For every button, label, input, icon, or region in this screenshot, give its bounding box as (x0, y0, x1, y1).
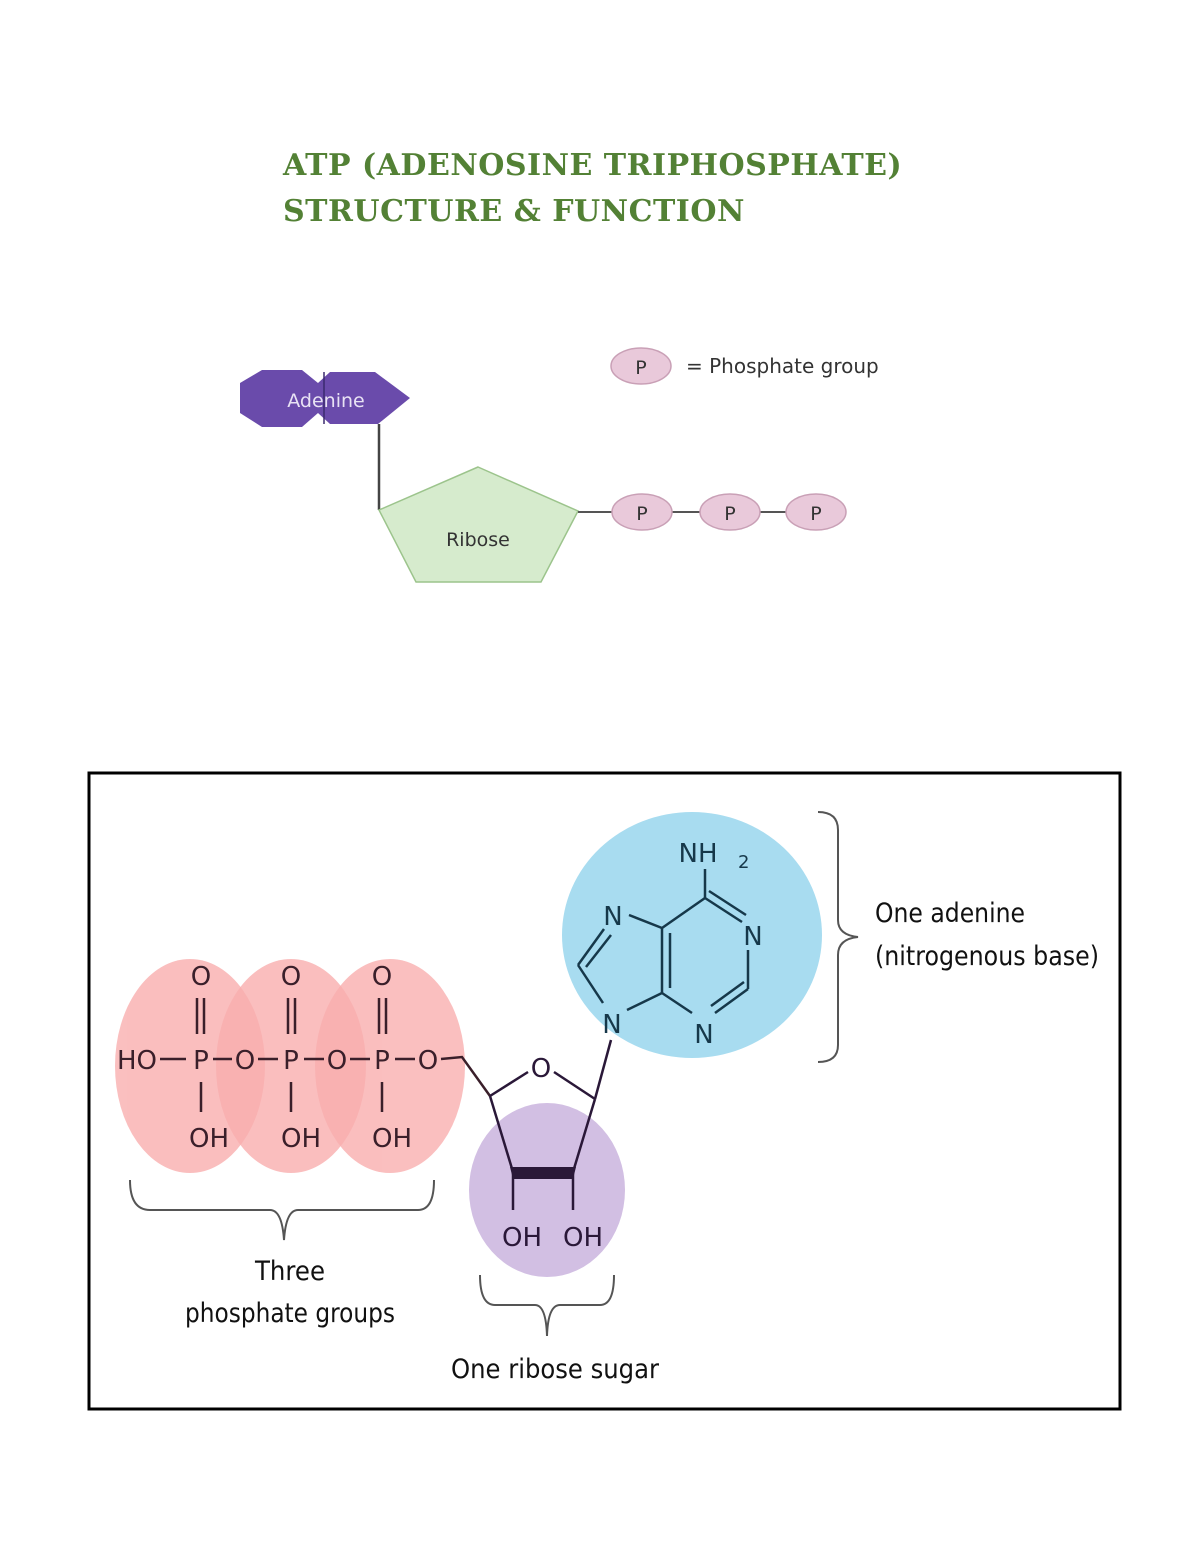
atom-nh2: NH (679, 839, 718, 869)
atom-o: O (281, 962, 301, 992)
ribose-label: Ribose (446, 529, 510, 551)
phosphate-brace (129, 1179, 435, 1241)
phosphate-circle-2 (216, 959, 366, 1173)
legend: P = Phosphate group (610, 347, 879, 385)
page-title: ATP (ADENOSINE TRIPHOSPHATE) STRUCTURE &… (283, 143, 902, 235)
label-three: Three (254, 1256, 325, 1287)
phosphate-label: P (810, 503, 821, 525)
phosphate-2: P (699, 493, 761, 531)
ribose-ring-oxygen: O (531, 1054, 551, 1084)
adenine-label: Adenine (287, 390, 364, 412)
phosphate-bonds (160, 998, 492, 1112)
atom-p: P (283, 1046, 299, 1076)
atom-nh2-subscript: 2 (738, 852, 749, 873)
label-ribose-sugar: One ribose sugar (451, 1354, 660, 1385)
title-line-1: ATP (ADENOSINE TRIPHOSPHATE) (283, 148, 903, 183)
phosphate-circle-3 (315, 959, 465, 1173)
atom-o-link: O (418, 1046, 438, 1076)
atom-o: O (191, 962, 211, 992)
label-one-adenine: One adenine (875, 898, 1025, 929)
label-phosphate-groups: phosphate groups (185, 1298, 395, 1329)
atom-oh: OH (281, 1124, 321, 1154)
ribose-oh: OH (563, 1223, 603, 1253)
legend-symbol-label: P (635, 357, 646, 379)
ribose-shape (377, 466, 580, 583)
phosphate-label: P (636, 503, 647, 525)
atom-n: N (603, 902, 622, 932)
ribose-oh: OH (502, 1223, 542, 1253)
atom-o-link: O (235, 1046, 255, 1076)
ribose-circle (469, 1103, 625, 1277)
atom-p: P (193, 1046, 209, 1076)
diagram-frame (87, 771, 1122, 1411)
phosphate-3: P (785, 493, 847, 531)
atom-p: P (374, 1046, 390, 1076)
title-line-2: STRUCTURE & FUNCTION (283, 194, 745, 229)
atom-o: O (372, 962, 392, 992)
atom-ho: HO (117, 1046, 157, 1076)
braces (129, 811, 859, 1337)
phosphate-1: P (611, 493, 673, 531)
phosphate-circles (115, 959, 465, 1173)
adenine-circle (562, 812, 822, 1058)
phosphate-circle-1 (115, 959, 265, 1173)
adenine-bonds (576, 869, 750, 1015)
adenine-brace (817, 811, 859, 1063)
atom-n: N (694, 1020, 713, 1050)
atom-oh: OH (189, 1124, 229, 1154)
atom-oh: OH (372, 1124, 412, 1154)
atom-o-link: O (327, 1046, 347, 1076)
ribose-brace (479, 1274, 615, 1337)
atom-n: N (743, 922, 762, 952)
label-nitrogenous-base: (nitrogenous base) (875, 941, 1099, 972)
ribose-bold-bond (510, 1167, 576, 1179)
adenine-shape (240, 370, 410, 427)
atom-n: N (602, 1010, 621, 1040)
ribose-ring (488, 1039, 613, 1210)
phosphate-label: P (724, 503, 735, 525)
legend-text: = Phosphate group (686, 354, 879, 378)
legend-phosphate-symbol (610, 347, 672, 385)
